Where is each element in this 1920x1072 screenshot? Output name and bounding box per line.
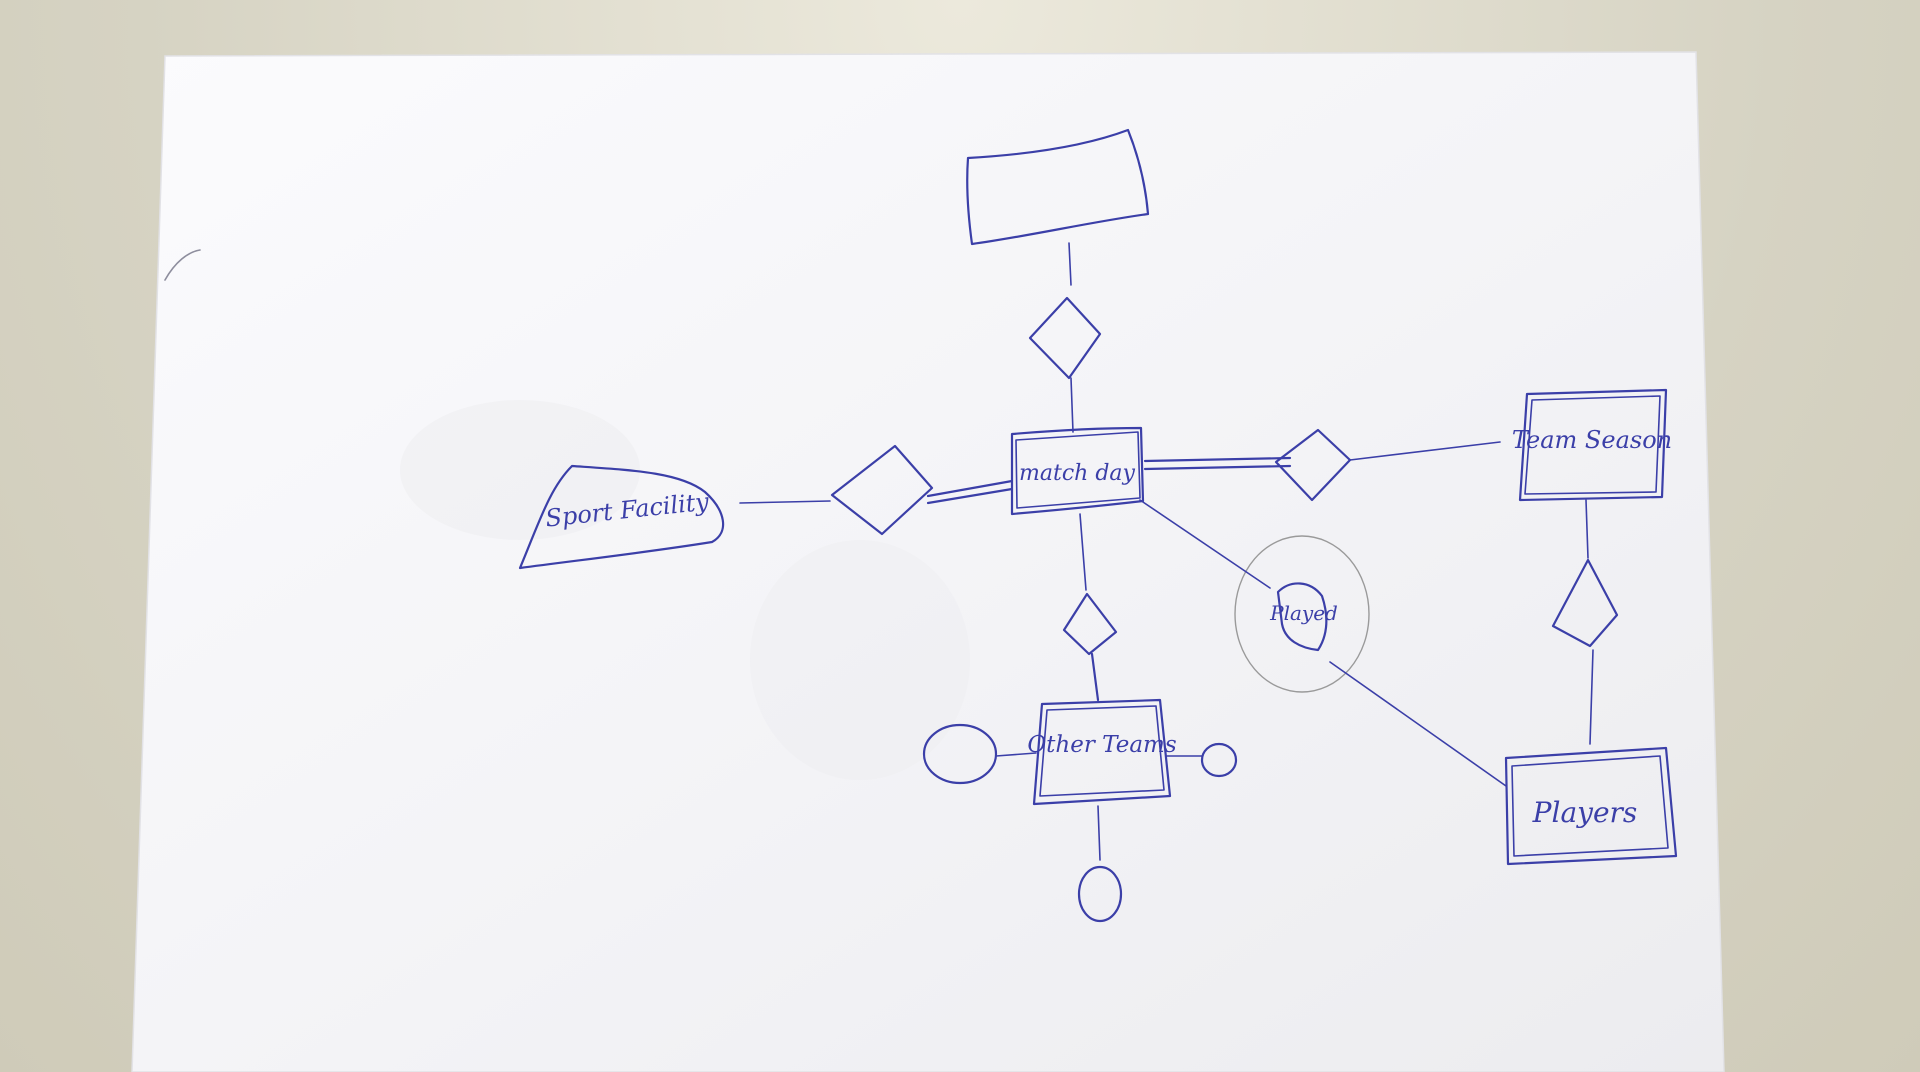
attribute-oval-bottom [1077, 865, 1123, 923]
entity-label-sport-facility: Sport Facility [544, 488, 710, 533]
connector-played-players [1329, 661, 1507, 787]
connector-attribute-bottom [1097, 805, 1101, 861]
connector-left-diamond [926, 479, 1014, 505]
connector-attribute-left [995, 752, 1037, 757]
connector-team-players-down [1589, 649, 1594, 745]
connector-team-season-down [1585, 499, 1589, 559]
relationship-shape-played [1276, 582, 1328, 652]
connector-match-team-season-2 [1349, 441, 1501, 461]
attribute-oval-left [922, 723, 998, 785]
entity-label-team-season: Team Season [1512, 426, 1672, 454]
entity-box-match-day-inner [1015, 431, 1141, 509]
connector-top-diamond [1070, 377, 1074, 433]
entity-box-other-teams [1032, 698, 1172, 806]
relationship-diamond-bottom [1062, 592, 1118, 656]
entity-box-match-day [1010, 426, 1145, 516]
entity-label-players: Players [1532, 796, 1638, 829]
entity-box-team-season [1518, 388, 1668, 502]
connector-match-team-season-1 [1143, 456, 1292, 471]
stray-mark [164, 249, 201, 281]
connector-top-box [1068, 242, 1072, 286]
entity-box-players-inner [1511, 755, 1669, 857]
attribute-oval-right [1200, 742, 1238, 778]
entity-box-players [1504, 746, 1678, 866]
pencil-circle-played [1234, 535, 1370, 693]
entity-shape-sport-facility [518, 464, 725, 570]
entity-box-team-season-inner [1524, 395, 1661, 495]
connector-bottom-diamond [1090, 652, 1100, 702]
relationship-diamond-top [1028, 296, 1102, 380]
entity-label-other-teams: Other Teams [1027, 732, 1177, 758]
connector-sport-facility [739, 500, 831, 504]
relationship-label-played: Played [1269, 601, 1338, 625]
relationship-diamond-team-players [1551, 558, 1619, 648]
relationship-diamond-left [830, 444, 934, 536]
connector-match-other-teams [1079, 513, 1087, 591]
entity-box-other-teams-inner [1039, 705, 1165, 797]
entity-box-top [966, 128, 1150, 246]
entity-label-match-day: match day [1019, 461, 1136, 486]
connector-match-played [1139, 499, 1271, 589]
